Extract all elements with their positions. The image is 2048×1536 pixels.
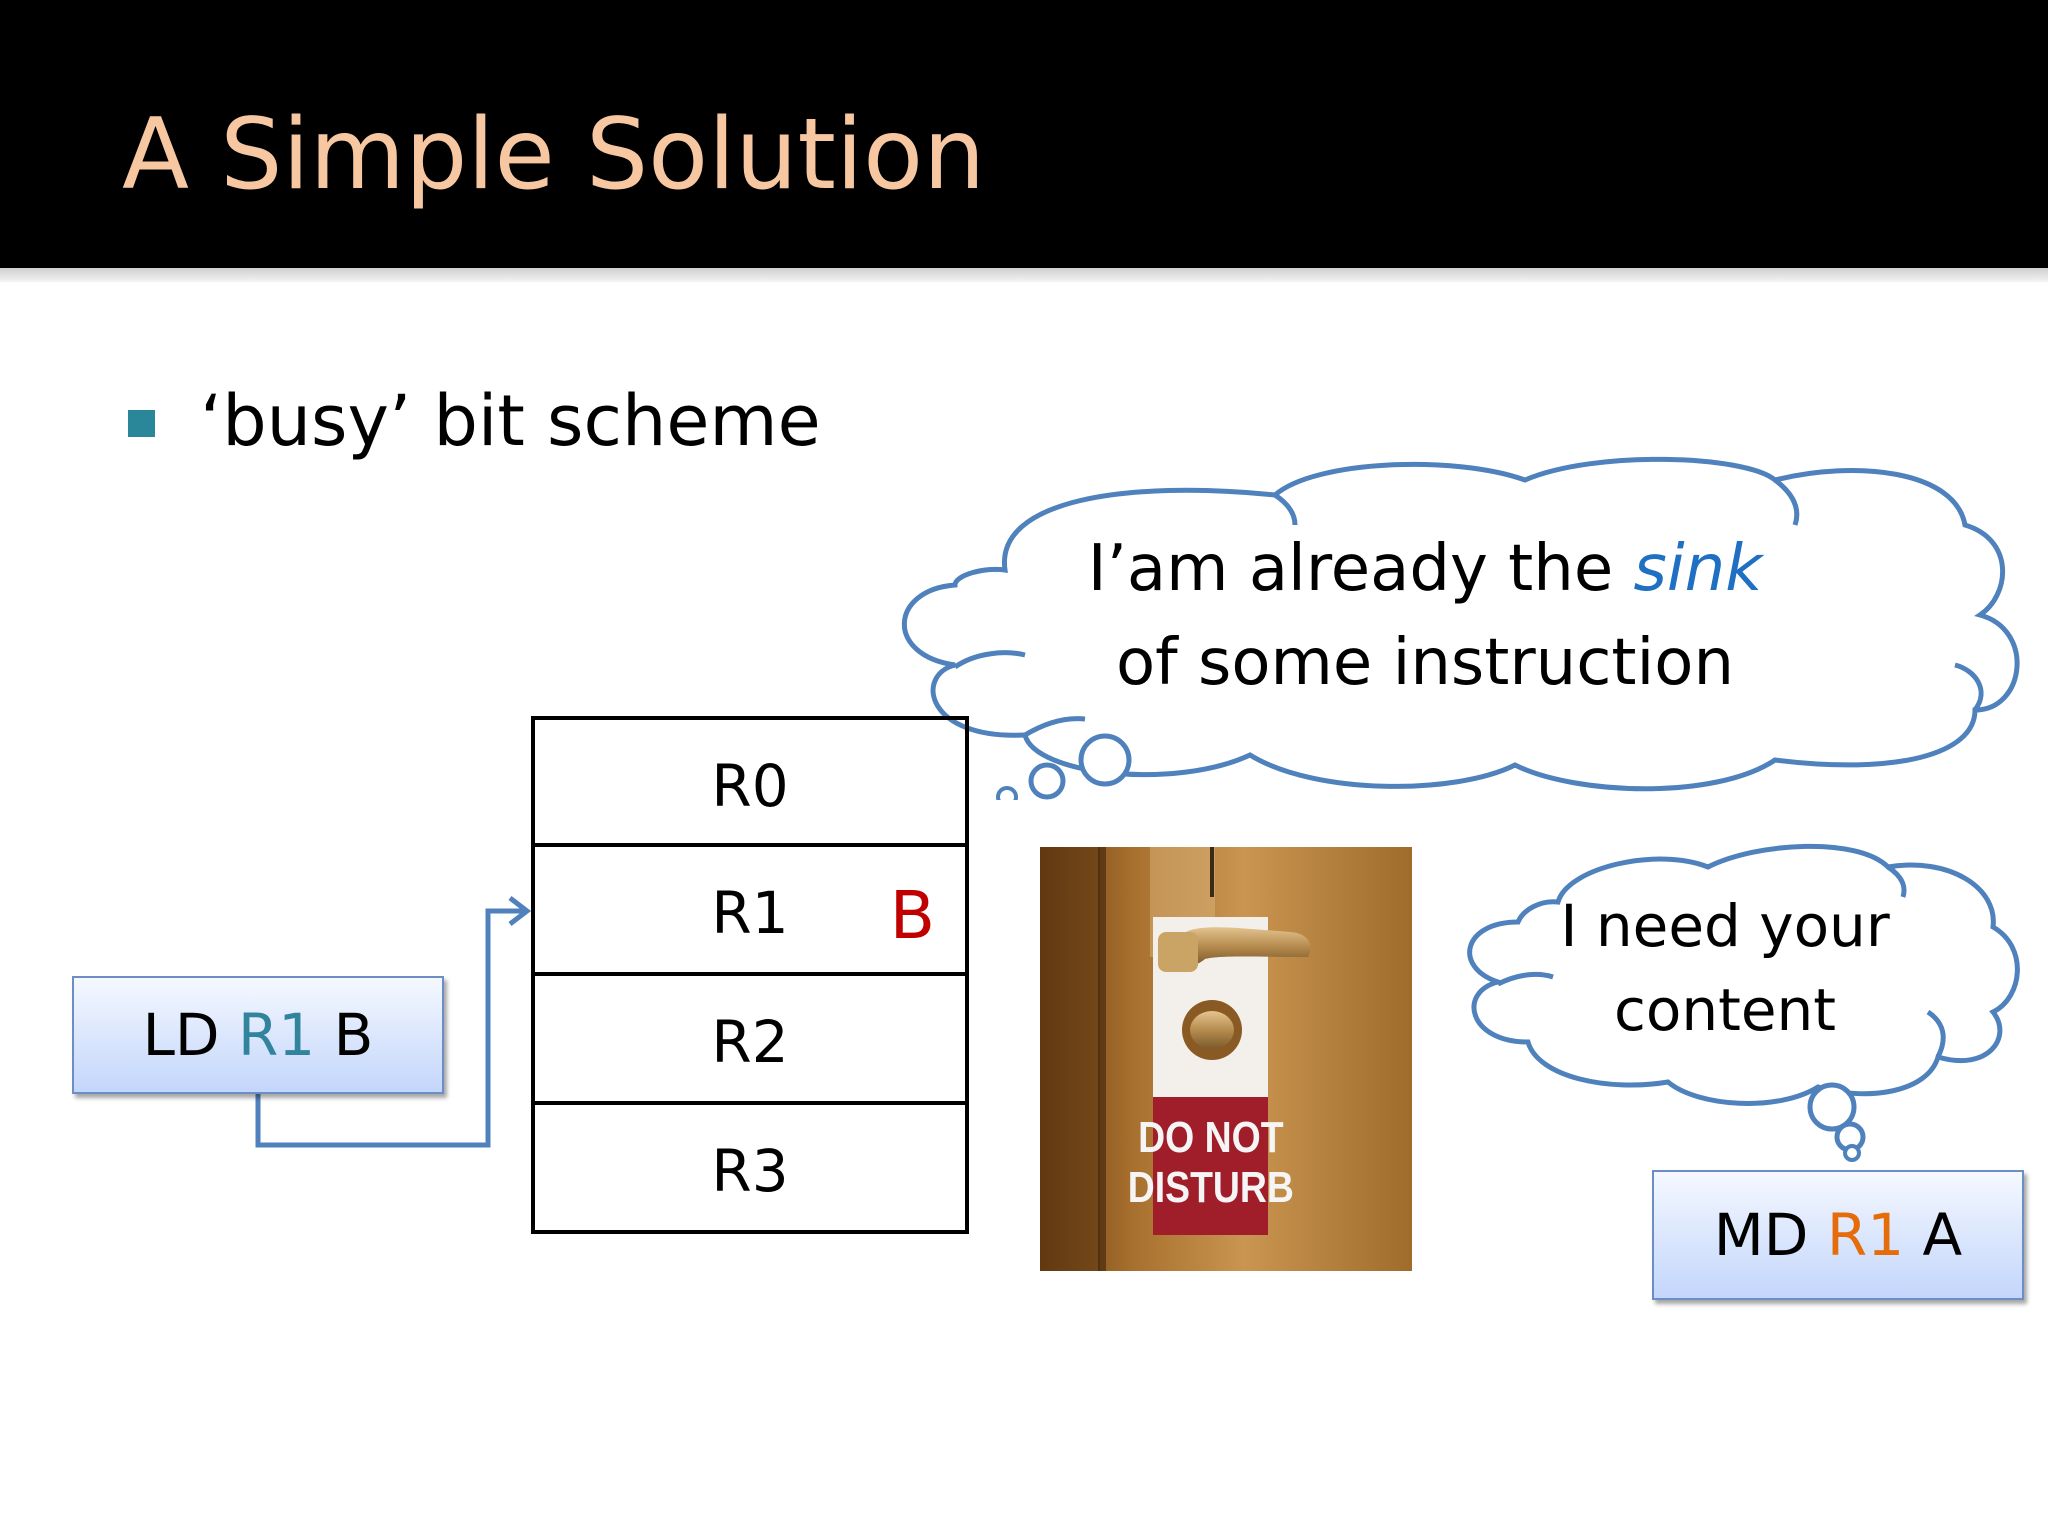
slide-title: A Simple Solution: [122, 98, 986, 212]
move-register: R1: [1826, 1201, 1905, 1269]
cloud-right-line2: content: [1613, 976, 1837, 1044]
sink-emphasis: sink: [1633, 532, 1763, 606]
bullet-square-icon: [128, 410, 155, 437]
move-operand: A: [1922, 1201, 1963, 1269]
register-row-r0: R0: [535, 720, 965, 847]
thought-cloud-right: [1467, 843, 2020, 1162]
register-label: R1: [711, 879, 789, 947]
busy-flag: B: [889, 877, 935, 954]
slide-header: [0, 0, 2048, 268]
move-instruction-box: MD R1 A: [1652, 1170, 2024, 1300]
load-register: R1: [237, 1001, 316, 1069]
register-file: R0 R1 B R2 R3: [531, 716, 969, 1234]
cloud-right-line1: I need your: [1560, 892, 1890, 960]
register-label: R3: [711, 1137, 789, 1205]
move-op: MD: [1713, 1201, 1809, 1269]
header-divider: [0, 268, 2048, 282]
register-row-r3: R3: [535, 1105, 965, 1230]
door-sign-line1: DO NOT: [1138, 1112, 1283, 1162]
register-row-r1: R1 B: [535, 847, 965, 976]
load-instruction-box: LD R1 B: [72, 976, 444, 1094]
cloud-right-text: I need your content: [1475, 884, 1975, 1052]
do-not-disturb-photo: DO NOT DISTURB: [1040, 847, 1412, 1271]
bullet-text: ‘busy’ bit scheme: [200, 380, 821, 462]
register-label: R0: [711, 752, 789, 820]
cloud-top-line1: I’am already the sink: [1087, 532, 1763, 606]
cloud-top-text: I’am already the sink of some instructio…: [1025, 522, 1825, 710]
load-operand: B: [333, 1001, 374, 1069]
register-label: R2: [711, 1008, 789, 1076]
load-op: LD: [142, 1001, 220, 1069]
door-sign-line2: DISTURB: [1128, 1162, 1294, 1212]
register-row-r2: R2: [535, 976, 965, 1105]
cloud-top-line2: of some instruction: [1115, 626, 1735, 700]
